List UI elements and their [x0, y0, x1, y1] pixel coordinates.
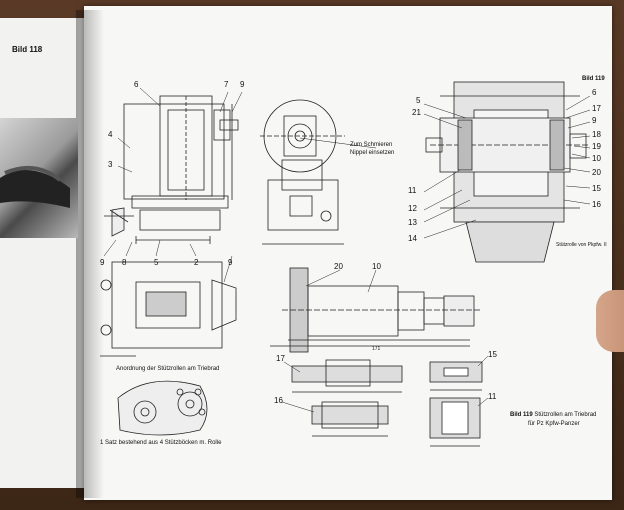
left-page [0, 18, 90, 488]
callout-shaft-20: 20 [334, 262, 343, 271]
leader-lines [103, 87, 591, 413]
callout-r-18: 18 [592, 130, 601, 139]
roller-section [425, 81, 590, 263]
callout-r-10: 10 [592, 154, 601, 163]
part-11 [429, 397, 481, 447]
callout-r-12: 12 [408, 204, 417, 213]
callout-9-top: 9 [240, 80, 245, 89]
callout-r-14: 14 [408, 234, 417, 243]
callout-shaft-10: 10 [372, 262, 381, 271]
figure-caption-line2: für Pz Kpfw-Panzer [528, 421, 580, 427]
figure-caption-bold: Bild 119 [510, 412, 533, 418]
lever-side-view [260, 99, 345, 245]
caption-drive: Anordnung der Stützrollen am Triebrad [116, 366, 220, 372]
callout-r-13: 13 [408, 218, 417, 227]
set-drawing [117, 380, 208, 436]
callout-8: 9 [100, 258, 105, 267]
shaft-total-length: 171 [372, 346, 381, 352]
callout-5: 6 [134, 80, 139, 89]
callout-part-17: 17 [276, 354, 285, 363]
callout-r-17: 17 [592, 104, 601, 113]
bracket-plan-view [100, 261, 237, 357]
left-page-photo [0, 118, 78, 238]
callout-r-6: 6 [592, 88, 597, 97]
lube-note-line2: Nippel einsetzen [350, 150, 395, 156]
section-caption: Stützrolle von Pkpfw. II [556, 242, 607, 248]
callout-4: 5 [154, 258, 159, 267]
bracket-front-view [104, 95, 239, 244]
callout-3: 4 [108, 130, 113, 139]
callout-7: 8 [122, 258, 127, 267]
callout-part-11: 11 [488, 392, 497, 401]
figure-caption-line1: Stützrollen am Triebrad [534, 412, 597, 418]
callout-r-5: 5 [416, 96, 421, 105]
figure-caption: Bild 119 Stützrollen am Triebrad [510, 412, 596, 418]
left-page-heading: Bild 118 [12, 45, 43, 54]
book-gutter [76, 10, 104, 498]
part-17 [291, 359, 403, 393]
part-15 [429, 361, 483, 391]
callout-r-21: 21 [412, 108, 421, 117]
callout-r-19: 19 [592, 142, 601, 151]
callout-9-plan-text: 9 [228, 258, 233, 267]
callout-r-16: 16 [592, 200, 601, 209]
part-16 [311, 401, 389, 437]
tank-photo [0, 165, 70, 208]
thumb [596, 290, 624, 352]
callout-part-15: 15 [488, 350, 497, 359]
callout-r-9: 9 [592, 116, 597, 125]
callout-r-20: 20 [592, 168, 601, 177]
callout-1: 2 [194, 258, 199, 267]
lube-note-line1: Zum Schmieren [350, 142, 393, 148]
caption-set: 1 Satz bestehend aus 4 Stützböcken m. Ro… [100, 440, 222, 446]
callout-part-16: 16 [274, 396, 283, 405]
callout-r-15: 15 [592, 184, 601, 193]
callout-6: 7 [224, 80, 229, 89]
callout-r-11: 11 [408, 186, 417, 195]
shaft-detail [270, 267, 480, 353]
callout-9-plan-view: 9 [228, 258, 232, 267]
right-page-heading: Bild 119 [582, 76, 605, 82]
callout-2: 3 [108, 160, 113, 169]
